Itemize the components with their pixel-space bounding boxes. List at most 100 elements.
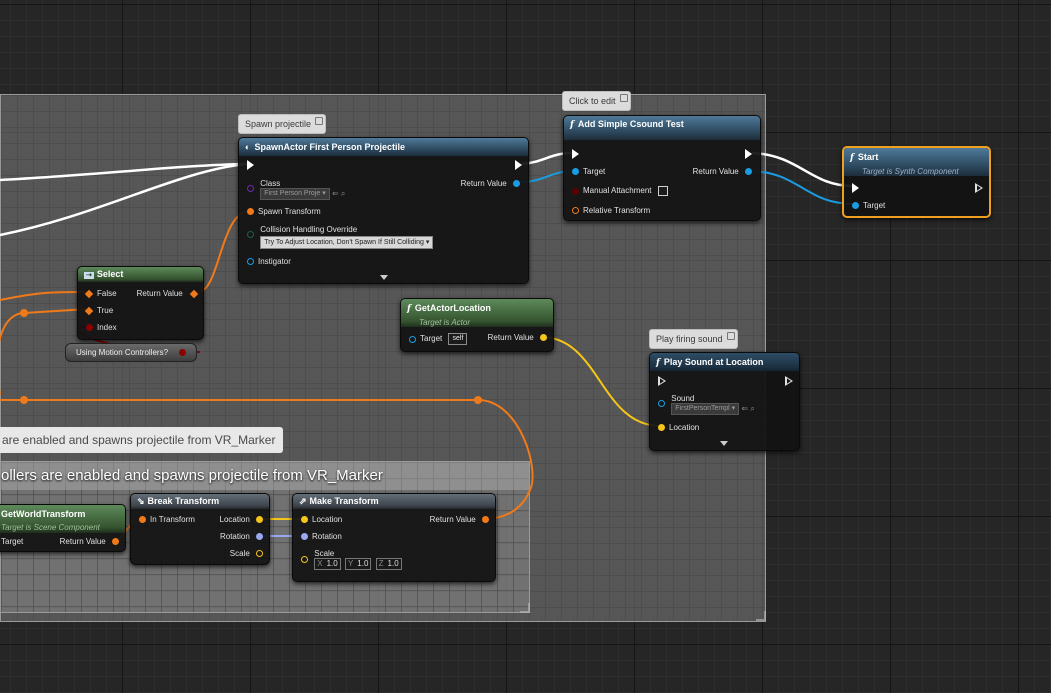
collision-combo[interactable]: Try To Adjust Location, Don't Spawn If S… [260,236,434,249]
exec-in-pin[interactable] [852,183,859,193]
target-row[interactable]: Target [572,167,605,176]
break-transform-header[interactable]: ⇘Break Transform [131,494,269,509]
in-transform-pin[interactable] [139,516,146,524]
return-value-row[interactable]: Return Value [488,333,547,342]
location-pin[interactable] [301,516,308,524]
sound-combo[interactable]: FirstPersonTempl ▾ [671,403,740,415]
instigator-pin[interactable] [247,258,254,266]
return-value-row[interactable]: Return Value [461,179,520,188]
make-transform-header[interactable]: ⇗Make Transform [293,494,495,509]
pin-icon[interactable] [619,94,628,102]
index-pin[interactable] [86,324,93,332]
sound-row[interactable]: Sound FirstPersonTempl ▾ ⇐ ⌕ [658,394,755,415]
return-value-pin[interactable] [540,334,547,342]
select-header[interactable]: ⇢Select [78,267,203,282]
chevron-down-icon[interactable] [380,275,388,280]
scale-pin[interactable] [301,556,308,563]
browse-icon[interactable]: ⌕ [340,189,346,199]
target-self-field[interactable]: self [448,333,468,345]
play-firing-sound-bubble[interactable]: Play firing sound [649,329,738,349]
true-pin[interactable] [84,306,94,316]
false-row[interactable]: False [84,289,117,299]
bool-output-pin[interactable] [179,349,186,356]
exec-out-pin[interactable] [785,376,793,386]
use-selected-icon[interactable]: ⇐ [741,404,749,414]
collision-pin[interactable] [247,231,254,238]
spawn-projectile-bubble[interactable]: Spawn projectile [238,114,327,134]
rotation-row[interactable]: Rotation [220,532,263,541]
browse-icon[interactable]: ⌕ [750,404,755,414]
pin-icon[interactable] [726,332,735,340]
exec-in-pin[interactable] [658,376,666,386]
location-row[interactable]: Location [658,423,699,432]
return-value-row[interactable]: Return Value [137,289,199,299]
in-transform-row[interactable]: In Transform [139,515,195,524]
spawn-transform-row[interactable]: Spawn Transform [247,207,321,216]
relative-transform-pin[interactable] [572,207,579,215]
rotation-pin[interactable] [256,533,263,541]
inner-comment-title[interactable]: ollers are enabled and spawns projectile… [1,467,383,484]
instigator-row[interactable]: Instigator [247,257,291,266]
spawn-transform-pin[interactable] [247,208,254,216]
target-pin[interactable] [409,335,416,343]
target-row[interactable]: Target [852,201,885,210]
location-row[interactable]: Location [301,515,342,524]
sound-pin[interactable] [658,400,665,407]
rotation-pin[interactable] [301,533,308,541]
resize-handle-icon[interactable] [520,603,530,613]
break-transform-node[interactable]: ⇘Break Transform In Transform Location R… [130,493,270,565]
class-pin-row[interactable]: Class First Person Proje ▾ ⇐ ⌕ [247,179,345,200]
exec-in-pin[interactable] [247,160,254,170]
pin-icon[interactable] [315,117,324,125]
use-selected-icon[interactable]: ⇐ [331,189,339,199]
return-value-row[interactable]: Return Value [60,537,119,546]
true-row[interactable]: True [84,306,113,316]
target-pin[interactable] [852,202,859,210]
scale-pin[interactable] [256,550,263,558]
spawn-actor-node[interactable]: ◐SpawnActor First Person Projectile Clas… [238,137,529,284]
resize-handle-icon[interactable] [756,611,766,621]
scale-row[interactable]: Scale [230,549,263,558]
get-world-transform-node[interactable]: GetWorldTransform Target is Scene Compon… [0,504,126,552]
location-pin[interactable] [658,424,665,432]
target-pin[interactable] [572,168,579,176]
return-value-pin[interactable] [513,180,520,188]
location-row[interactable]: Location [220,515,263,524]
return-value-pin[interactable] [112,538,119,546]
return-value-pin[interactable] [482,516,489,524]
return-value-pin[interactable] [745,168,752,176]
relative-transform-row[interactable]: Relative Transform [572,206,650,215]
select-node[interactable]: ⇢Select False True Index Return Value [77,266,204,340]
class-combo[interactable]: First Person Proje ▾ [260,188,330,200]
return-value-pin[interactable] [189,289,199,299]
return-value-row[interactable]: Return Value [693,167,752,176]
location-pin[interactable] [256,516,263,524]
manual-attachment-checkbox[interactable] [657,186,668,196]
get-world-transform-header[interactable]: GetWorldTransform Target is Scene Compon… [0,505,125,533]
spawn-actor-header[interactable]: ◐SpawnActor First Person Projectile [239,138,528,156]
exec-out-pin[interactable] [515,160,522,170]
manual-attachment-row[interactable]: Manual Attachment [572,186,668,196]
index-row[interactable]: Index [86,323,117,332]
make-transform-node[interactable]: ⇗Make Transform Location Rotation Scale … [292,493,496,582]
using-motion-controllers-node[interactable]: Using Motion Controllers? [65,343,197,362]
false-pin[interactable] [84,289,94,299]
comment-title-bubble[interactable]: are enabled and spawns projectile from V… [0,427,284,453]
click-to-edit-bubble[interactable]: Click to edit [562,91,631,111]
exec-in-pin[interactable] [572,149,579,159]
target-row[interactable]: Target self [409,333,468,345]
rotation-row[interactable]: Rotation [301,532,342,541]
manual-attachment-pin[interactable] [572,187,579,195]
exec-out-pin[interactable] [745,149,752,159]
